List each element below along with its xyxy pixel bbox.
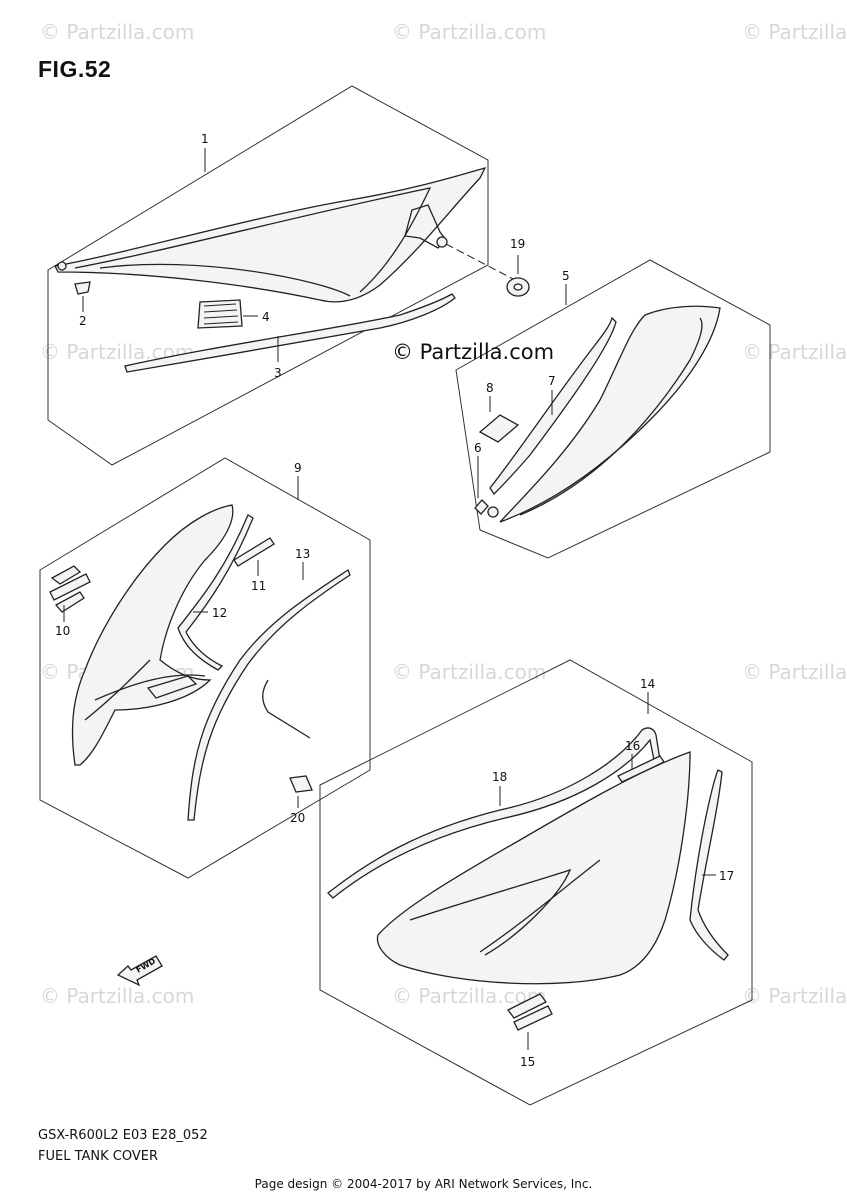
watermark: © Partzilla.com: [40, 20, 195, 44]
part-8-pad[interactable]: [478, 414, 520, 443]
callout-1: 1: [201, 132, 209, 146]
part-4-emblem-pad[interactable]: [197, 299, 243, 329]
part-15-emblem[interactable]: [507, 993, 553, 1031]
watermark: © Partzilla.com: [742, 340, 847, 364]
callout-12: 12: [212, 606, 227, 620]
page-footer: Page design © 2004-2017 by ARI Network S…: [254, 1177, 593, 1191]
callout-9: 9: [294, 461, 302, 475]
watermark: © Partzilla.com: [392, 20, 547, 44]
callout-20: 20: [290, 811, 305, 825]
part-3-trim-strip[interactable]: [124, 293, 456, 373]
part-14-side-cover[interactable]: [376, 751, 691, 985]
callout-6: 6: [474, 441, 482, 455]
callout-11: 11: [251, 579, 266, 593]
callout-5: 5: [562, 269, 570, 283]
part-10-emblem[interactable]: [49, 565, 91, 613]
callout-19: 19: [510, 237, 525, 251]
watermark: © Partzilla.com: [742, 20, 847, 44]
watermark: © Partzilla.com: [392, 660, 547, 684]
callout-7: 7: [548, 374, 556, 388]
part-16-clip[interactable]: [617, 755, 665, 783]
callout-18: 18: [492, 770, 507, 784]
section-name-caption: FUEL TANK COVER: [38, 1149, 159, 1164]
part-18-trim-strip[interactable]: [327, 727, 661, 899]
callout-13: 13: [295, 547, 310, 561]
part-2-clip[interactable]: [74, 281, 91, 295]
model-code-caption: GSX-R600L2 E03 E28_052: [38, 1128, 208, 1143]
center-watermark: © Partzilla.com: [392, 340, 555, 364]
callout-2: 2: [79, 314, 87, 328]
part-7-strip[interactable]: [489, 316, 617, 496]
assembly-1-outline: [47, 85, 489, 466]
part-19-grommet[interactable]: [506, 277, 530, 297]
callout-3: 3: [274, 366, 282, 380]
callout-17: 17: [719, 869, 734, 883]
part-13-trim-strip[interactable]: [187, 569, 351, 821]
callout-4: 4: [262, 310, 270, 324]
part-6-clip[interactable]: [474, 499, 489, 515]
assembly-9-outline: [39, 457, 371, 879]
callout-8: 8: [486, 381, 494, 395]
forward-direction-icon: FWD: [116, 955, 163, 987]
watermark: © Partzilla.com: [742, 984, 847, 1008]
part-12-strip[interactable]: [177, 514, 254, 671]
part-9-tank-cover[interactable]: [71, 504, 234, 766]
callout-10: 10: [55, 624, 70, 638]
part-11-clip[interactable]: [233, 537, 275, 567]
callout-14: 14: [640, 677, 655, 691]
callout-15: 15: [520, 1055, 535, 1069]
callout-16: 16: [625, 739, 640, 753]
part-20-clip[interactable]: [289, 775, 313, 793]
watermark: © Partzilla.com: [742, 660, 847, 684]
part-17-strip[interactable]: [689, 769, 729, 961]
watermark: © Partzilla.com: [40, 984, 195, 1008]
assembly-5-outline: [455, 259, 771, 559]
assembly-14-outline: [319, 659, 753, 1106]
part-1-cover-frame[interactable]: [54, 166, 487, 303]
figure-title: FIG.52: [38, 56, 112, 82]
part-5-side-cover[interactable]: [499, 305, 721, 523]
